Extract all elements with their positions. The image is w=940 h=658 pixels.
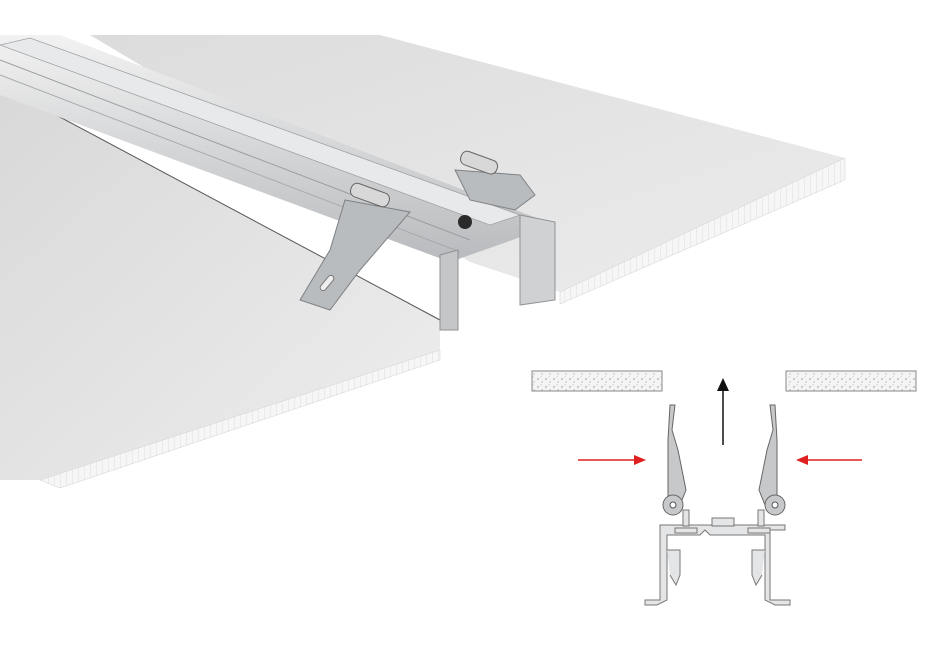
- left-board-section: [531, 370, 663, 392]
- arrow-left-icon: [796, 455, 862, 465]
- right-spring-clip-section: [758, 404, 786, 516]
- magnet-icon: [458, 215, 472, 229]
- left-ceiling-board: [0, 84, 441, 489]
- spring-clip-front: [299, 182, 411, 311]
- spring-clip-back: [454, 150, 536, 211]
- cross-section-diagram: [531, 370, 917, 606]
- arrow-up-icon: [717, 378, 729, 445]
- arrow-right-icon: [578, 455, 646, 465]
- left-spring-clip-section: [662, 404, 687, 516]
- profile-section: [644, 509, 791, 606]
- right-board-section: [785, 370, 917, 392]
